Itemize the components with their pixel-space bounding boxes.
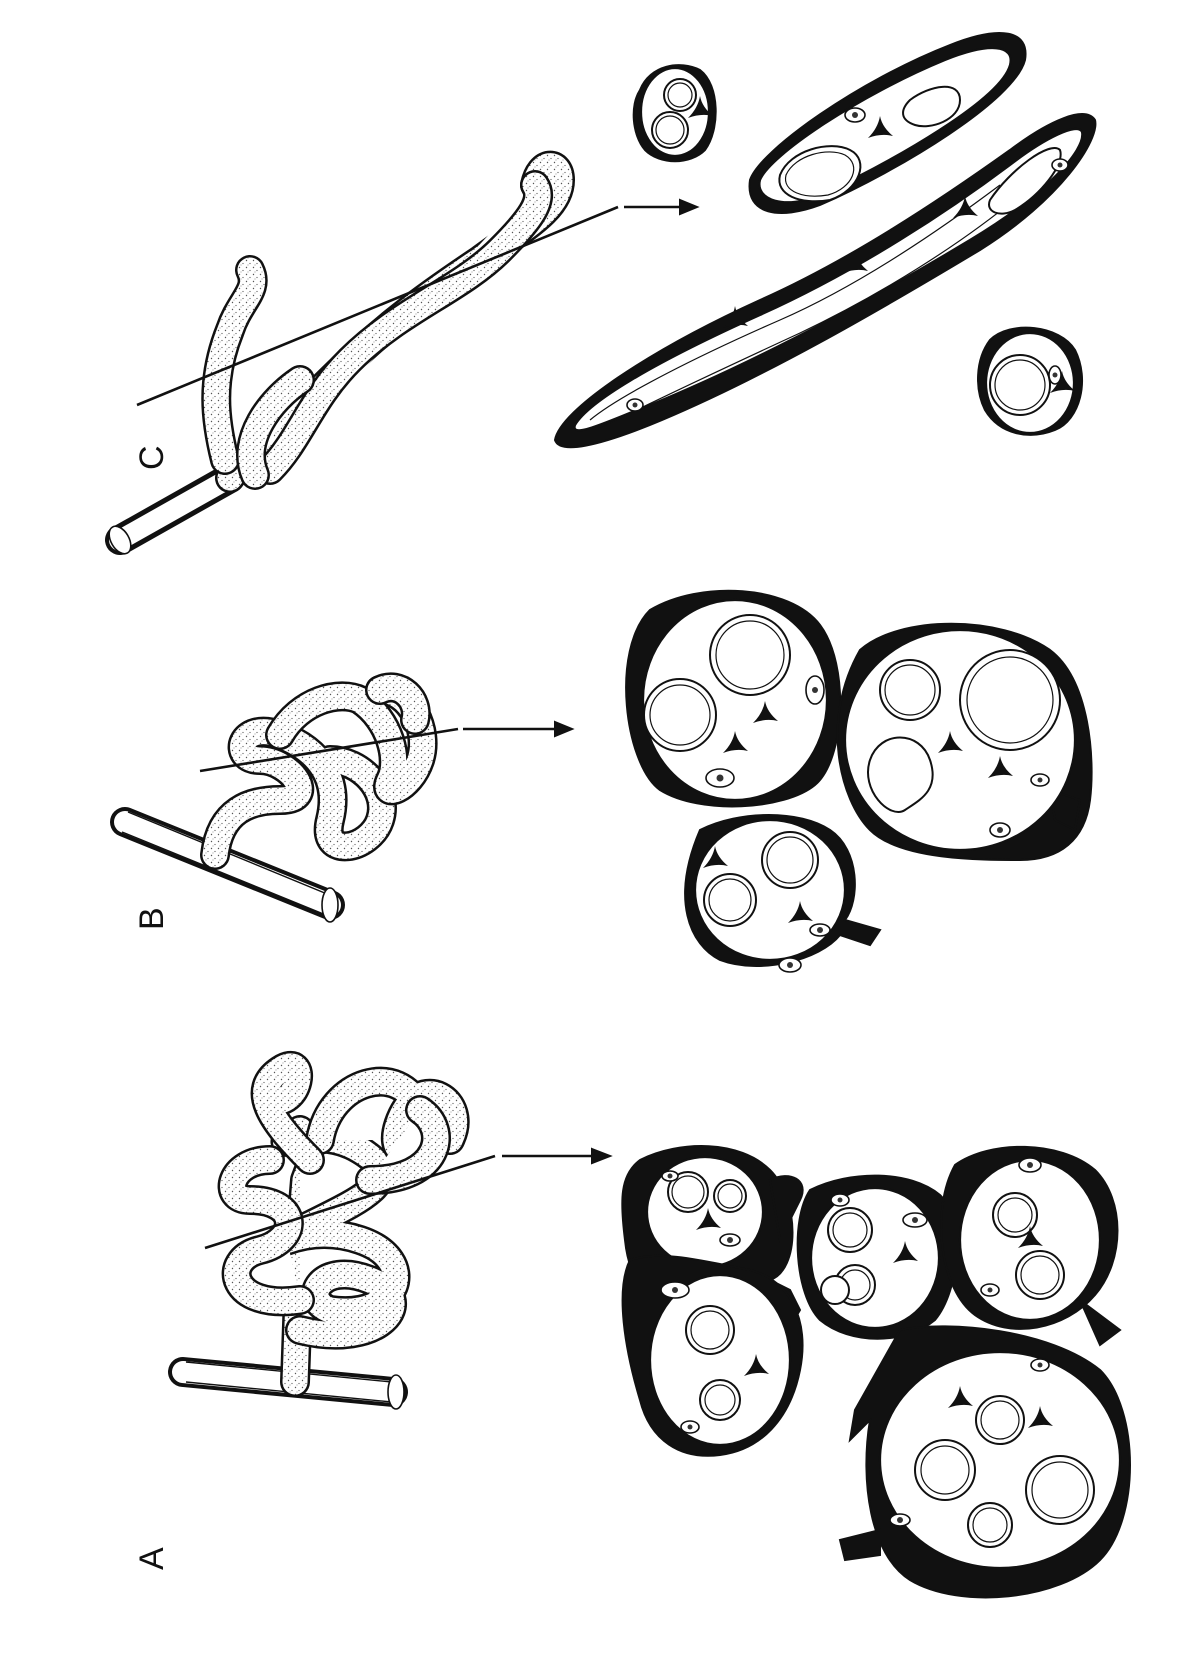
panel-a-cross-sections (622, 1146, 1130, 1597)
cross-section-b1 (626, 591, 840, 807)
panel-c: C (105, 33, 1096, 557)
panel-a-tubule-drawing (183, 1066, 610, 1409)
panel-c-tubule-drawing (105, 166, 697, 558)
panel-b: B (122, 591, 1092, 972)
panel-label-b: B (133, 907, 171, 930)
cross-section-a5 (840, 1326, 1130, 1597)
panel-b-cross-sections (626, 591, 1091, 972)
cross-section-b3 (685, 815, 880, 972)
panel-a: A (133, 1066, 1130, 1598)
panel-b-tubule-drawing (122, 687, 572, 922)
cross-section-a3 (798, 1176, 957, 1339)
panel-label-a: A (133, 1547, 171, 1570)
panel-c-cross-sections (555, 33, 1095, 447)
cross-section-a2 (623, 1256, 803, 1456)
cross-section-b2 (838, 624, 1092, 860)
panel-label-c: C (133, 445, 171, 470)
cross-section-c4 (978, 328, 1082, 435)
cross-section-a4 (941, 1147, 1120, 1345)
cross-section-c1 (634, 65, 716, 161)
